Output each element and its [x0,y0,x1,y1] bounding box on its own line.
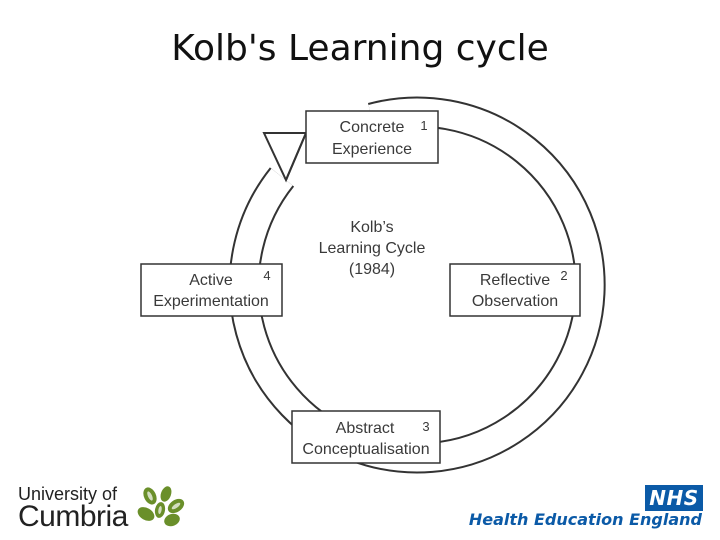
center-label: Kolb’s Learning Cycle (1984) [319,219,426,278]
nhs-logo-badge: NHS [645,485,703,511]
stage-3-line-2: Conceptualisation [302,441,429,458]
center-line-3: (1984) [349,261,395,278]
center-line-2: Learning Cycle [319,240,426,257]
stage-3-line-1: Abstract [336,420,395,437]
stage-1-number: 1 [420,118,427,133]
stage-4-number: 4 [263,268,270,283]
center-line-1: Kolb’s [350,219,393,236]
stage-1-line-2: Experience [332,141,412,158]
stage-active-experimentation: Active Experimentation 4 [140,263,283,317]
stage-4-line-2: Experimentation [153,293,269,310]
stage-abstract-conceptualisation: Abstract Conceptualisation 3 [291,410,441,464]
stage-4-line-1: Active [189,272,233,289]
logo-text-line-1: University of [18,484,118,504]
university-of-cumbria-logo: University of Cumbria [18,484,185,533]
health-education-england-text: Health Education England [468,510,702,529]
stage-concrete-experience: Concrete Experience 1 [305,110,439,164]
stage-2-line-2: Observation [472,293,558,310]
logo-text-line-2: Cumbria [18,500,128,533]
stage-reflective-observation: Reflective Observation 2 [449,263,581,317]
stage-2-number: 2 [560,268,567,283]
cycle-arrow [228,96,606,474]
slide-title: Kolb's Learning cycle [171,28,549,69]
stage-2-line-1: Reflective [480,272,550,289]
stage-3-number: 3 [422,419,429,434]
stage-1-line-1: Concrete [340,119,405,136]
leaf-icon [137,486,185,527]
